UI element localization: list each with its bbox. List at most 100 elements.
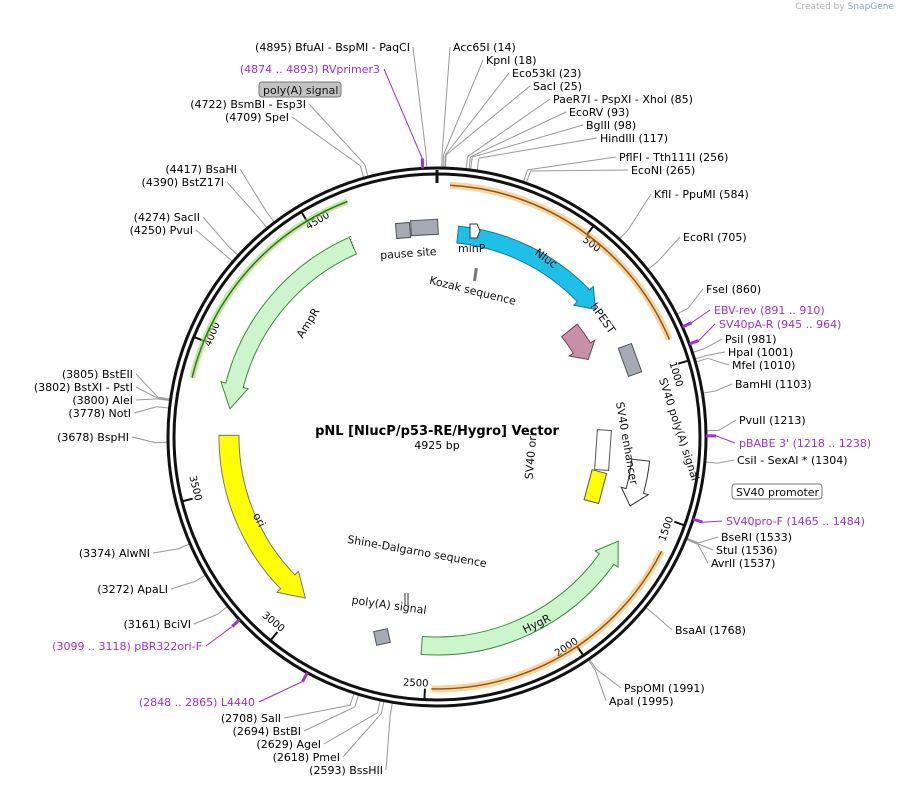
ori-feature [218,434,306,599]
primer-label: (2848 .. 2865) L4440 [139,696,255,709]
enzyme-site[interactable]: CsiI - SexAI * (1304) [737,454,848,467]
pause-site-box-1 [394,221,412,240]
enzyme-site[interactable]: (3778) NotI [68,407,131,420]
enzyme-site[interactable]: BseRI (1533) [721,531,792,544]
enzyme-site[interactable]: PvuII (1213) [739,414,806,427]
primer-site[interactable]: (3099 .. 3118) pBR322ori-F [52,618,241,653]
bp-tick-mark [673,520,686,527]
enzyme-site[interactable]: (2708) SalI [221,712,281,725]
enzyme-label: SacI (25) [533,80,582,93]
enzyme-label: PspOMI (1991) [624,682,705,695]
snapgene-logo: SnapGene [847,2,894,12]
primer-site[interactable]: (4874 .. 4893) RVprimer3 [240,63,425,169]
enzyme-site[interactable]: (4417) BsaHI [165,163,237,176]
enzyme-site[interactable]: PspOMI (1991) [624,682,705,695]
enzyme-tick [687,537,699,544]
enzyme-site[interactable]: (3805) BstEII [62,368,133,381]
enzyme-tick [645,607,656,616]
feature-label-kozak: Kozak sequence [428,274,518,308]
enzyme-site[interactable]: HindIII (117) [600,132,668,145]
enzyme-site[interactable]: EcoRV (93) [569,106,629,119]
enzyme-site[interactable]: (3800) AleI [72,394,133,407]
primer-site[interactable]: pBABE 3' (1218 .. 1238) [705,434,871,450]
enzyme-site[interactable]: (3272) ApaLI [97,583,168,596]
minp-arrow [469,223,481,239]
enzyme-site[interactable]: EcoRI (705) [683,231,747,244]
enzyme-site[interactable]: FseI (860) [706,283,761,296]
enzyme-site[interactable]: BglII (98) [586,119,636,132]
enzyme-tick [177,543,190,550]
enzyme-site[interactable]: (2618) PmeI [273,751,340,764]
orf-arc-hygr [431,550,663,690]
credit-prefix: Created by [795,2,845,12]
orf-arc-nluc [449,184,671,340]
pause-site-box-2 [410,218,439,237]
enzyme-site[interactable]: (4274) SacII [134,211,200,224]
enzyme-label: BsaAI (1768) [675,624,746,637]
enzyme-site[interactable]: EcoNI (265) [631,164,695,177]
enzyme-site[interactable]: (4709) SpeI [225,111,289,124]
enzyme-tick [619,229,629,239]
bp-tick-mark [576,645,585,657]
enzyme-site[interactable]: (3678) BspHI [57,431,129,444]
enzyme-label: (2618) PmeI [273,751,340,764]
enzyme-site[interactable]: PsiI (981) [725,333,777,346]
primer-leader [698,323,716,341]
enzyme-leader [707,357,730,366]
enzyme-site[interactable]: BsaAI (1768) [675,624,746,637]
enzyme-tick [380,701,385,714]
enzyme-leader [687,288,704,309]
enzyme-site[interactable]: (3374) AlwNI [79,547,150,560]
enzyme-site[interactable]: (4250) PvuI [130,224,193,237]
enzyme-site[interactable]: ApaI (1995) [609,695,674,708]
enzyme-leader [530,169,629,172]
enzyme-site[interactable]: SacI (25) [533,80,582,93]
enzyme-site[interactable]: KflI - PpuMI (584) [654,188,749,201]
enzyme-label: MfeI (1010) [732,359,795,372]
enzyme-site[interactable]: (4895) BfuAI - BspMI - PaqCI [255,41,410,54]
primer-label: (3099 .. 3118) pBR322ori-F [52,640,202,653]
enzyme-label: Eco53kI (23) [512,67,581,80]
ampr-feature [220,236,358,410]
primer-site[interactable]: (2848 .. 2865) L4440 [139,672,309,709]
enzyme-tick [468,156,471,169]
enzyme-site[interactable]: Eco53kI (23) [512,67,581,80]
enzyme-site[interactable]: (2629) AgeI [256,738,321,751]
enzyme-site[interactable]: (3802) BstXI - PstI [34,381,133,394]
enzyme-leader [445,85,531,156]
feature-label-ori: ori [250,511,268,530]
enzyme-leader [697,543,714,551]
polya-top-label: poly(A) signal [263,84,338,97]
enzyme-site[interactable]: (2694) BstBI [233,725,301,738]
enzyme-site[interactable]: Acc65I (14) [453,41,516,54]
enzyme-tick [686,539,699,545]
enzyme-leader [443,59,484,156]
enzyme-label: ApaI (1995) [609,695,674,708]
enzyme-label: FseI (860) [706,283,761,296]
primer-site[interactable]: SV40pro-F (1465 .. 1484) [692,515,865,528]
enzyme-site[interactable]: HpaI (1001) [728,346,793,359]
enzyme-leader [226,181,260,219]
polya-bottom-box [373,628,391,646]
enzyme-leader [170,581,195,590]
primer-site[interactable]: SV40pA-R (945 .. 964) [688,318,841,346]
enzyme-site[interactable]: PflFI - Tth111I (256) [619,151,728,164]
bp-tick-label: 2500 [403,677,429,689]
enzyme-site[interactable]: (4722) BsmBI - Esp3I [190,98,306,111]
enzyme-site[interactable]: AvrII (1537) [711,557,775,570]
primer-site[interactable]: EBV-rev (891 .. 910) [681,304,825,329]
enzyme-site[interactable]: (2593) BssHII [309,764,383,777]
enzyme-label: (4417) BsaHI [165,163,237,176]
enzyme-label: (3374) AlwNI [79,547,150,560]
enzyme-tick [588,660,596,671]
enzyme-site[interactable]: PaeR7I - PspXI - XhoI (85) [553,93,693,106]
enzyme-site[interactable]: (4390) BstZ17I [142,176,224,189]
feature-label-shine-dalgarno: Shine-Dalgarno sequence [346,533,488,570]
enzyme-site[interactable]: KpnI (18) [486,54,537,67]
enzyme-site[interactable]: (3161) BciVI [124,618,192,631]
enzyme-site[interactable]: MfeI (1010) [732,359,795,372]
enzyme-site[interactable]: StuI (1536) [716,544,778,557]
feature-label-pause-site: pause site [380,245,438,262]
enzyme-site[interactable]: BamHI (1103) [735,378,812,391]
